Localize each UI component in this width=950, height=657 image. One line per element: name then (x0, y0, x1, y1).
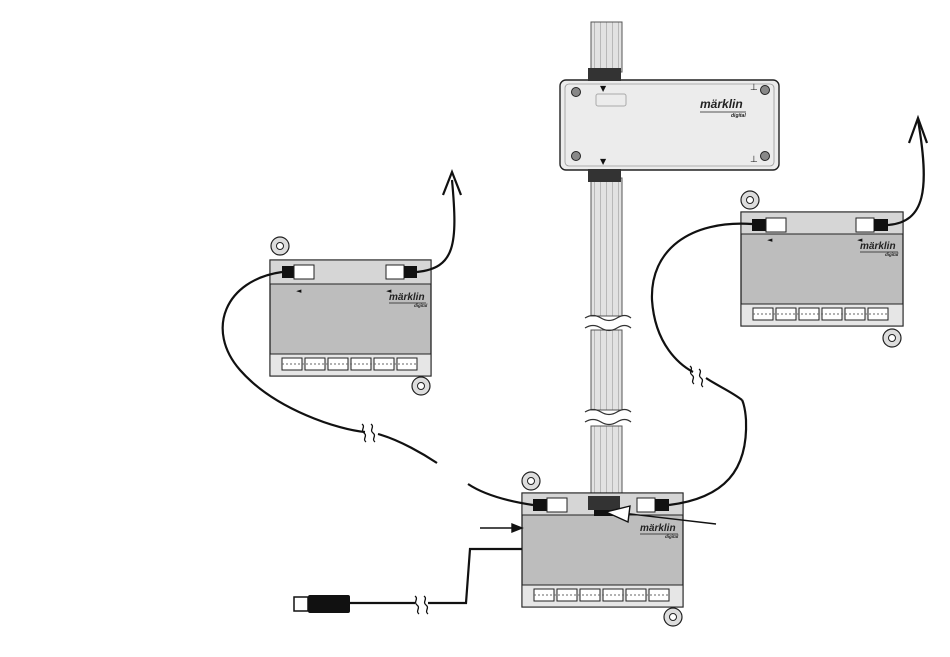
brand-logo: märklin (640, 523, 676, 534)
right-decoder: ◄ ◄ märklin digital (741, 191, 903, 347)
power-plug (294, 595, 350, 613)
down-arrow-icon: ▼ (600, 84, 607, 93)
right-input-cable (652, 224, 752, 372)
corner-mark-icon: ⊥ (750, 83, 758, 93)
brand-sub: digital (731, 113, 746, 119)
ribbon-connector-bottom (588, 169, 621, 182)
corner-mark-icon: ⊥ (750, 155, 758, 165)
ribbon-connector-top (588, 68, 621, 81)
ribbon-socket (588, 496, 620, 510)
left-arrow-icon: ◄ (767, 236, 773, 244)
left-output-cable (417, 180, 454, 272)
left-decoder: ◄ ◄ märklin digital (270, 237, 431, 395)
brand-sub: digital (885, 252, 899, 257)
down-arrow-icon: ▼ (600, 157, 607, 166)
central-unit: ▼ ▼ ⊥ ⊥ märklin digital (560, 68, 779, 182)
right-output-cable (888, 120, 924, 225)
power-cable (428, 549, 522, 603)
brand-logo: märklin (860, 241, 896, 252)
brand-logo: märklin (700, 97, 743, 111)
bottom-decoder: märklin digital (522, 472, 683, 626)
bottom-right-cable (669, 400, 746, 505)
brand-sub: digital (414, 303, 428, 308)
arrow-right-icon (512, 524, 522, 532)
brand-sub: digital (665, 534, 679, 539)
brand-logo: märklin (389, 292, 425, 303)
left-arrow-icon: ◄ (296, 287, 302, 295)
